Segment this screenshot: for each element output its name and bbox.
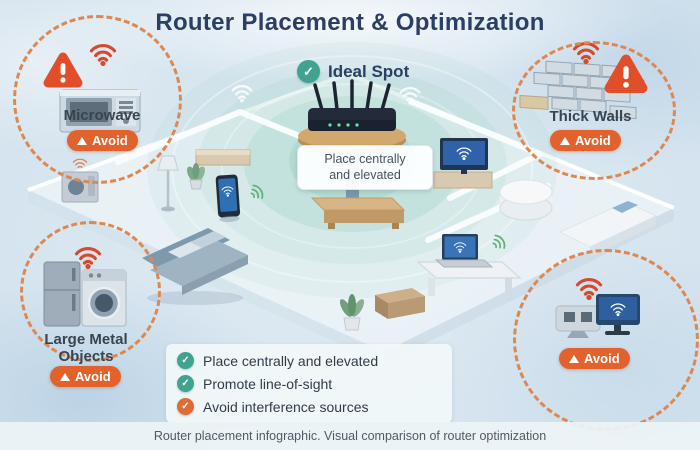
check-icon: ✓	[297, 60, 320, 83]
sofa	[142, 228, 248, 305]
avoid-badge-label: Avoid	[92, 133, 128, 148]
router-note-line1: Place centrally	[324, 152, 406, 166]
potted-plant	[339, 294, 365, 331]
warning-triangle-icon	[77, 136, 87, 145]
callout-ring-large-metal	[20, 221, 161, 362]
checklist-item: ✓ Place centrally and elevated	[177, 352, 441, 369]
avoid-badge-label: Avoid	[575, 133, 611, 148]
wooden-crate	[375, 288, 425, 319]
callout-ring-microwave	[13, 15, 182, 184]
checklist-panel: ✓ Place centrally and elevated ✓ Promote…	[166, 344, 452, 423]
warning-triangle-icon	[60, 372, 70, 381]
laptop	[434, 234, 494, 268]
callout-ring-thick-walls	[512, 41, 676, 180]
caption-bar: Router placement infographic. Visual com…	[0, 422, 700, 450]
tv-console	[195, 149, 251, 166]
wifi-icon	[231, 85, 421, 105]
checklist-item: ✓ Promote line-of-sight	[177, 375, 441, 392]
house-plant	[187, 163, 205, 190]
checklist-item-label: Place centrally and elevated	[203, 352, 379, 369]
ideal-spot-label: Ideal Spot	[328, 61, 410, 81]
avoid-badge-thick-walls: Avoid	[550, 130, 621, 151]
warning-triangle-icon	[560, 136, 570, 145]
avoid-badge-label: Avoid	[584, 351, 620, 366]
checklist-item-label: Avoid interference sources	[203, 398, 369, 415]
bed	[558, 201, 658, 256]
tv-monitor	[433, 138, 493, 189]
checklist-item: ✓ Avoid interference sources	[177, 398, 441, 415]
check-icon: ✓	[177, 398, 194, 415]
router-note-line2: and elevated	[329, 168, 401, 183]
checklist-item-label: Promote line-of-sight	[203, 375, 333, 392]
round-furniture	[499, 179, 553, 221]
smartphone	[215, 174, 241, 223]
callout-ring-devices	[513, 249, 699, 431]
thick-walls-label: Thick Walls	[549, 108, 632, 125]
page-title: Router Placement & Optimization	[155, 9, 545, 36]
warning-triangle-icon	[569, 354, 579, 363]
caption-text: Router placement infographic. Visual com…	[153, 429, 547, 443]
ideal-spot-callout: ✓ Ideal Spot	[297, 60, 409, 83]
avoid-badge-large-metal: Avoid	[50, 366, 121, 387]
check-icon: ✓	[177, 375, 194, 392]
avoid-badge-devices: Avoid	[559, 348, 630, 369]
large-metal-objects-label: Large Metal Objects	[44, 331, 128, 366]
avoid-badge-microwave: Avoid	[67, 130, 138, 151]
floor-lamp	[157, 155, 179, 212]
router-note: Place centrally and elevated	[297, 145, 433, 190]
check-icon: ✓	[177, 352, 194, 369]
microwave-label: Microwave	[63, 107, 141, 124]
avoid-badge-label: Avoid	[75, 369, 111, 384]
